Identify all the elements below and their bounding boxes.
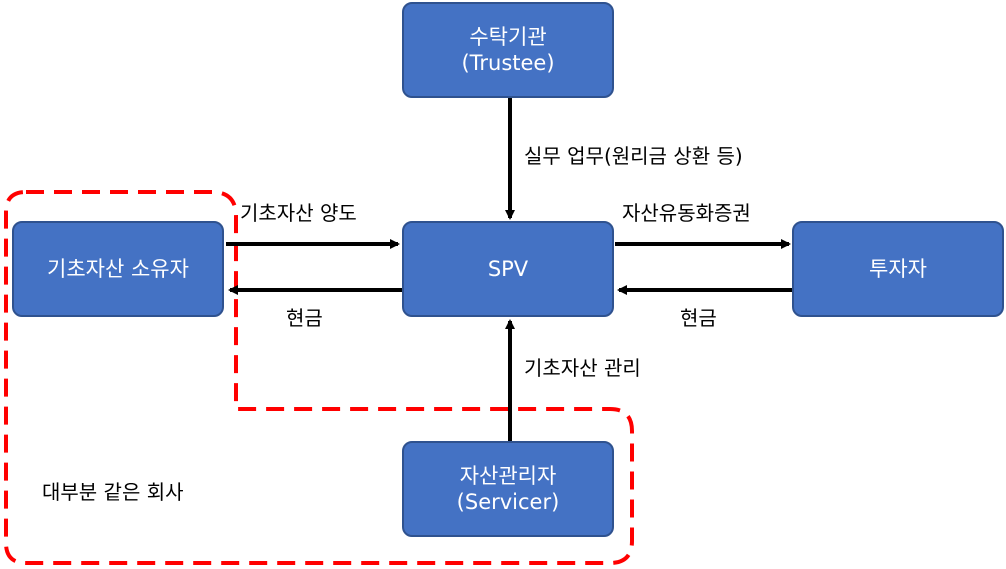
owner-title: 기초자산 소유자 <box>47 256 189 281</box>
trustee-subtitle: (Trustee) <box>461 51 555 75</box>
same-company-group-outline <box>4 190 634 565</box>
label-trustee-to-spv: 실무 업무(원리금 상환 등) <box>524 144 743 168</box>
servicer-subtitle: (Servicer) <box>456 490 560 514</box>
owner-node: 기초자산 소유자 <box>12 221 224 317</box>
trustee-title: 수탁기관 <box>469 24 547 49</box>
label-investor-to-spv: 현금 <box>680 306 717 330</box>
label-spv-to-owner: 현금 <box>286 306 323 330</box>
label-servicer-to-spv: 기초자산 관리 <box>524 356 641 380</box>
servicer-title: 자산관리자 <box>459 463 557 488</box>
investor-node: 투자자 <box>792 221 1004 317</box>
spv-title: SPV <box>487 256 529 281</box>
label-owner-to-spv: 기초자산 양도 <box>240 201 357 225</box>
same-company-label: 대부분 같은 회사 <box>42 480 184 504</box>
trustee-node: 수탁기관 (Trustee) <box>402 2 614 98</box>
spv-node: SPV <box>402 221 614 317</box>
investor-title: 투자자 <box>869 256 927 281</box>
servicer-node: 자산관리자 (Servicer) <box>402 441 614 537</box>
label-spv-to-investor: 자산유동화증권 <box>622 201 751 225</box>
